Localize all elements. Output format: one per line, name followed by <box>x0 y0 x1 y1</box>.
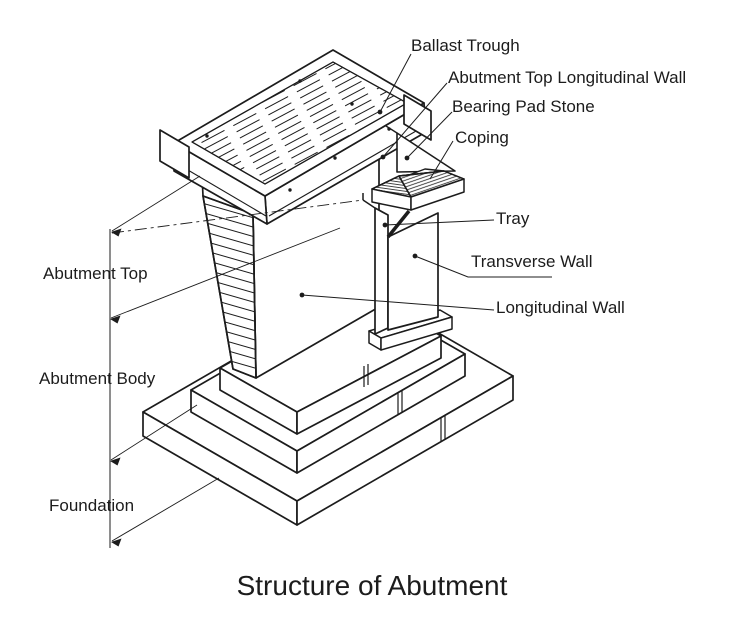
label-transverse-wall: Transverse Wall <box>471 252 593 271</box>
ballast-trough-drawing <box>159 49 432 225</box>
leader-bearing-pad-stone <box>406 111 453 159</box>
extension-line-abutment-top-upper <box>111 175 201 232</box>
masonry-joints <box>363 364 446 441</box>
label-abutment-body: Abutment Body <box>39 369 156 388</box>
leader-coping <box>429 140 454 180</box>
leader-lines <box>299 53 552 311</box>
extension-line-foundation-lower <box>111 477 220 542</box>
leader-ballast-trough <box>379 53 412 113</box>
leader-longitudinal-wall <box>301 294 495 311</box>
transverse-wall-front-face <box>387 212 439 331</box>
label-tray: Tray <box>496 209 530 228</box>
label-foundation: Foundation <box>49 496 134 515</box>
leader-abutment-top-longitudinal-wall <box>382 82 448 158</box>
label-bearing-pad-stone: Bearing Pad Stone <box>452 97 595 116</box>
label-abutment-top: Abutment Top <box>43 264 148 283</box>
diagram-title: Structure of Abutment <box>237 570 508 601</box>
dimension-arrowheads <box>110 228 122 547</box>
callout-labels: Ballast Trough Abutment Top Longitudinal… <box>411 36 686 317</box>
trough-left-flange-line <box>175 162 267 217</box>
transverse-wall-drawing <box>362 193 453 351</box>
leader-tray <box>384 219 495 226</box>
leader-dots <box>299 109 418 298</box>
transverse-wall-plinth-right-face <box>380 316 453 351</box>
dimension-lines <box>109 175 364 548</box>
foundation-tier3-right-face <box>296 335 442 435</box>
section-labels: Abutment Top Abutment Body Foundation <box>39 264 156 515</box>
label-coping: Coping <box>455 128 509 147</box>
coping-fascia-right <box>410 178 465 211</box>
bearing-pad-stone-edge <box>385 125 398 134</box>
wall-sloped-end-hatch <box>202 195 257 379</box>
extension-line-body-lower <box>110 404 198 461</box>
tray-front-edge <box>362 199 376 209</box>
extension-line-tray-level <box>111 199 364 234</box>
foundation-tier2-right-face <box>296 353 466 474</box>
coping-drawing <box>371 168 465 239</box>
trough-ballast-hatch <box>191 61 408 185</box>
label-longitudinal-wall: Longitudinal Wall <box>496 298 625 317</box>
extension-line-abutment-top-lower <box>110 227 341 319</box>
label-ballast-trough: Ballast Trough <box>411 36 520 55</box>
longitudinal-wall-drawing <box>173 142 398 379</box>
foundation-tier1-right-face <box>296 375 514 526</box>
trough-west-end-cap <box>159 129 190 179</box>
label-abutment-top-longitudinal-wall: Abutment Top Longitudinal Wall <box>448 68 686 87</box>
leader-transverse-wall <box>414 255 552 278</box>
